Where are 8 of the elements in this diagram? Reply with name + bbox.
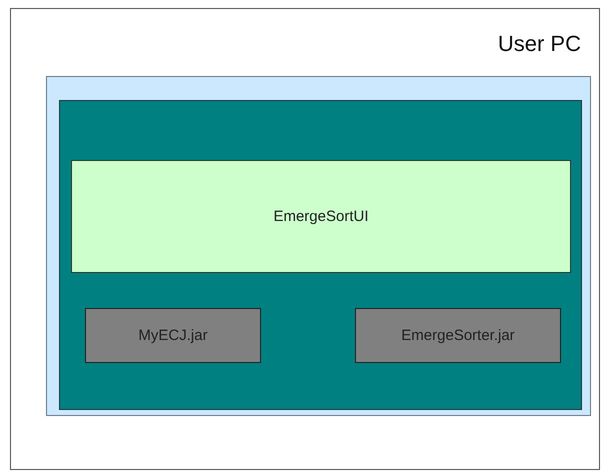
component-label: EmergeSorter.jar — [401, 327, 515, 344]
component-box — [355, 308, 561, 363]
computer-box — [10, 8, 600, 470]
component-label: MyECJ.jar — [138, 327, 208, 344]
component-label: EmergeSortUI — [273, 208, 369, 225]
box-title: User PC — [498, 31, 581, 57]
component-box — [71, 160, 571, 273]
component-box — [85, 308, 261, 363]
